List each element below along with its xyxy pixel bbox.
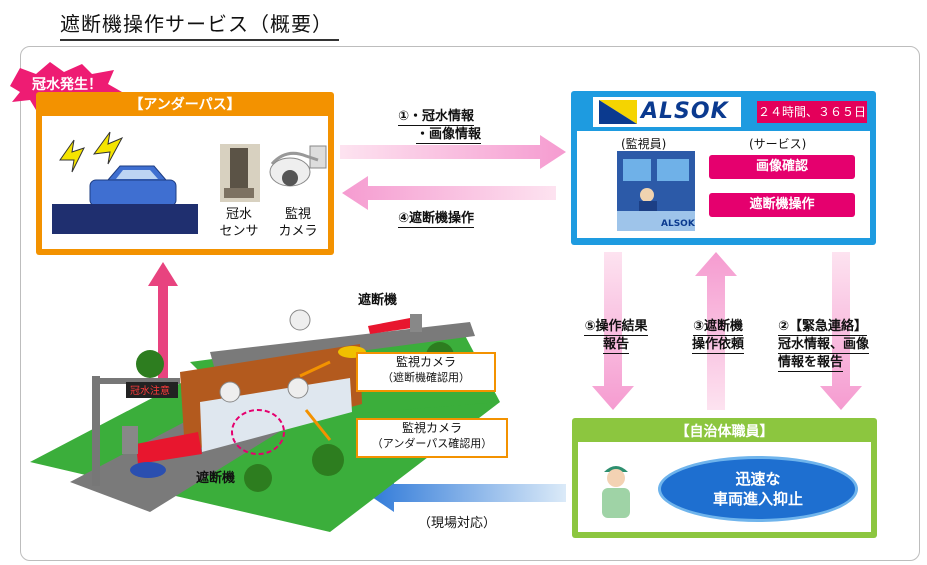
arrow-operation-request	[695, 252, 737, 410]
label-emergency-report: ②【緊急連絡】 冠水情報、画像 情報を報告	[778, 319, 870, 372]
alsok-logo-icon	[599, 100, 637, 124]
municipality-content: 迅速な車両進入抑止	[578, 442, 871, 532]
alsok-logo: ALSOK	[593, 97, 741, 127]
flood-sensor-image	[220, 144, 260, 202]
barrier-operation-button: 遮断機操作	[709, 193, 855, 217]
camera-icon	[269, 145, 327, 187]
barrier-bottom-label: 遮断機	[196, 471, 236, 486]
label-result-report: ⑤操作結果 報告	[584, 319, 648, 354]
arrow-flood-info	[340, 135, 566, 169]
underpass-content: 冠水センサ 監視カメラ	[42, 116, 328, 249]
arrow-barrier-operation	[342, 176, 556, 210]
barrier-top-label: 遮断機	[358, 293, 398, 308]
flood-alert-text: 冠水発生！	[32, 77, 102, 93]
diagram-frame	[20, 46, 920, 561]
arrow-field-response	[366, 474, 566, 512]
arrow-emergency-report	[820, 252, 862, 410]
warning-sign-text: 冠水注意	[130, 384, 170, 397]
alsok-panel: ALSOK ２４時間、３６５日 (監視員) (サービス) ALSOK 画像確認 …	[571, 91, 876, 245]
monitor-label: (監視員)	[621, 137, 667, 151]
camera-label: 監視カメラ	[278, 207, 318, 239]
municipality-header: 【自治体職員】	[675, 424, 774, 440]
municipality-panel: 【自治体職員】 迅速な車両進入抑止	[572, 418, 877, 538]
arrow-scene-up	[148, 262, 178, 380]
screen-logo: ALSOK	[661, 219, 695, 229]
label-flood-info: ①・冠水情報 ・画像情報	[398, 109, 482, 144]
underpass-panel: 【アンダーパス】 冠水センサ 監視カメラ	[36, 92, 334, 255]
label-barrier-operation: ④遮断機操作	[398, 211, 475, 228]
rapid-entry-prevention: 迅速な車両進入抑止	[658, 456, 858, 522]
underpass-scene-illustration: 冠水注意	[30, 309, 500, 532]
field-response-label: （現場対応）	[418, 516, 497, 531]
label-operation-request: ③遮断機 操作依頼	[691, 319, 744, 354]
flooded-car-illustration	[52, 131, 198, 234]
image-check-button: 画像確認	[709, 155, 855, 179]
arrow-result-report	[592, 252, 634, 410]
sensor-label: 冠水センサ	[219, 207, 259, 239]
camera-label-underpass: 監視カメラ（アンダーパス確認用）	[356, 418, 508, 458]
hours-badge: ２４時間、３６５日	[757, 101, 867, 123]
service-label: (サービス)	[749, 137, 807, 151]
underpass-header: 【アンダーパス】	[129, 97, 241, 113]
staff-person-icon	[602, 466, 630, 518]
alsok-content: (監視員) (サービス) ALSOK 画像確認 遮断機操作	[577, 131, 870, 238]
monitoring-room-photo: ALSOK	[617, 151, 695, 231]
camera-label-barrier: 監視カメラ（遮断機確認用）	[356, 352, 496, 392]
page-title: 遮断機操作サービス（概要）	[60, 8, 339, 41]
